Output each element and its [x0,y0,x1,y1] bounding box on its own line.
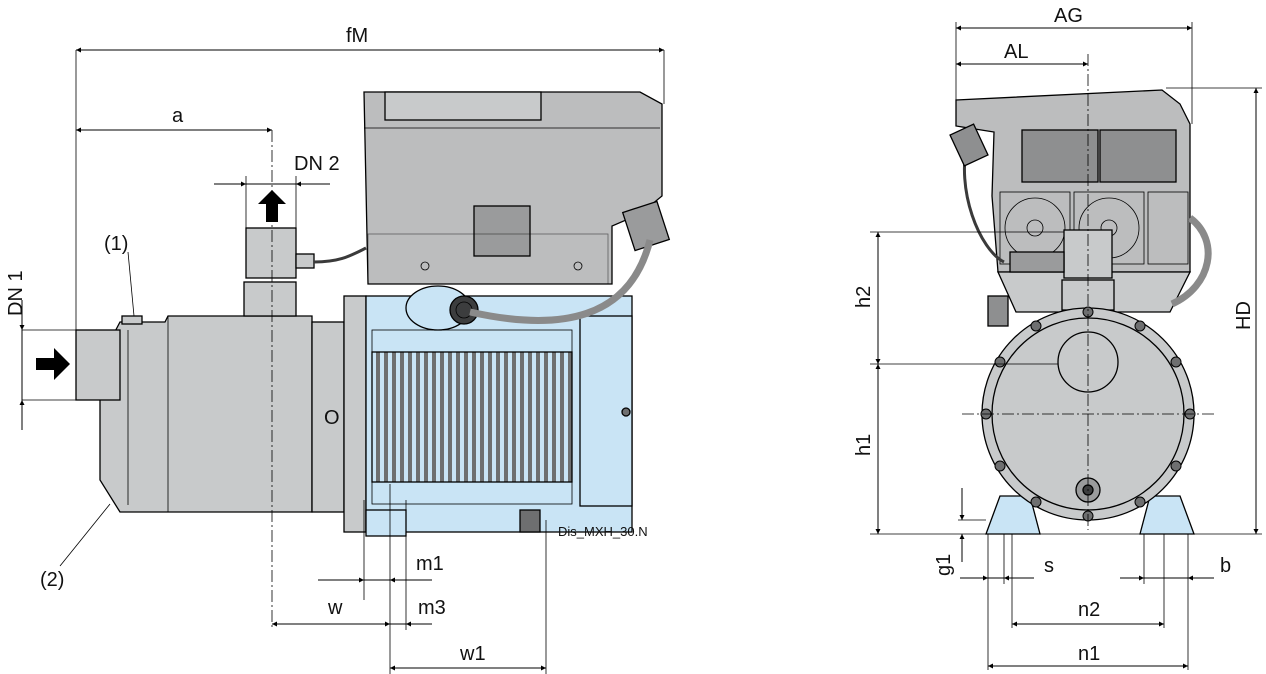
fM-label: fM [346,25,368,47]
h2-label: h2 [853,286,875,308]
w1-label: w1 [459,643,486,665]
DN2-label: DN 2 [294,153,340,175]
motor [365,285,633,537]
m1-label: m1 [416,553,444,575]
cable [469,239,654,324]
s-label: s [1044,555,1054,577]
AL-label: AL [1004,41,1028,63]
side-view: fM a DN 2 DN 1 m1 w m3 w1 (1) (2) O Dis_… [5,25,671,674]
h1-label: h1 [853,434,875,456]
n1-label: n1 [1078,643,1100,665]
center-mark: O [324,407,340,429]
power-cable [1170,215,1212,308]
g1-label: g1 [933,554,955,576]
pump-housing [75,295,367,533]
a-label: a [172,105,184,127]
m3-label: m3 [418,597,446,619]
DN1-label: DN 1 [5,270,27,316]
callout-2: (2) [40,569,64,591]
inlet-arrow-icon [36,348,70,380]
w-label: w [327,597,343,619]
discharge-neck [243,227,367,317]
AG-label: AG [1054,5,1083,27]
callout-1: (1) [104,233,128,255]
controller-front [955,89,1192,327]
drawing-reference: Dis_MXH_30.N [558,524,648,539]
controller-box [363,91,671,285]
n2-label: n2 [1078,599,1100,621]
HD-label: HD [1233,301,1255,330]
b-label: b [1220,555,1231,577]
front-view: AG AL HD h2 h1 g1 s b n2 n1 [853,5,1262,670]
